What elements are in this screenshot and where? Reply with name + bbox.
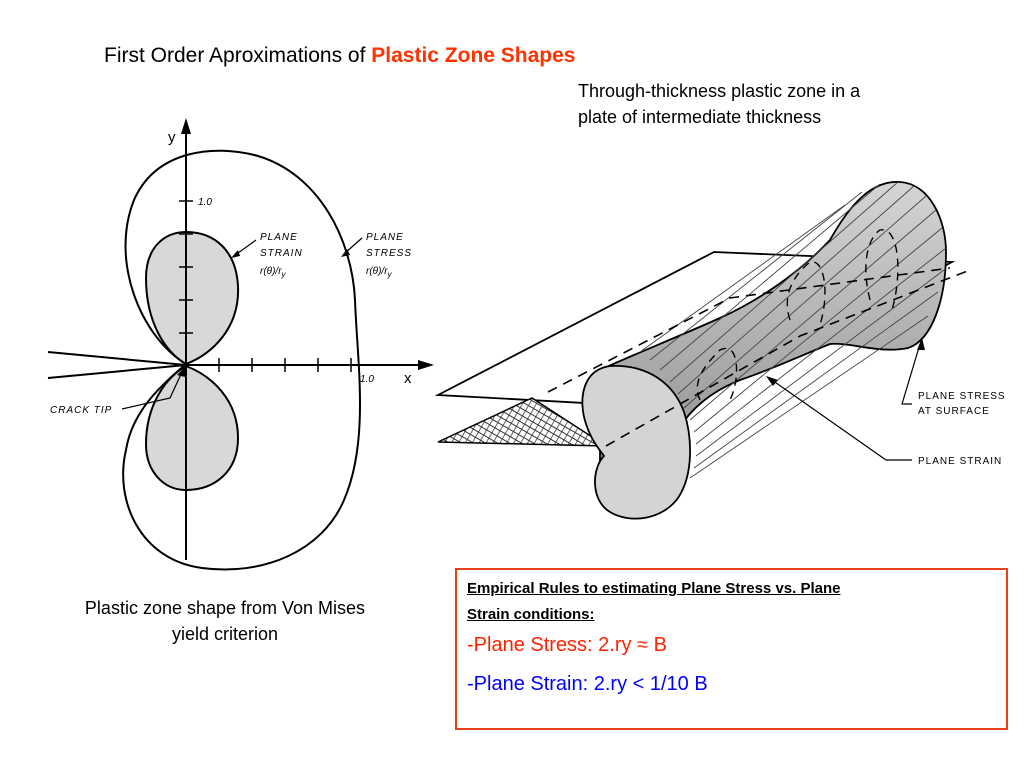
plane-strain-label-2: STRAIN xyxy=(260,248,303,259)
through-thickness-zone-diagram: PLANE STRESS AT SURFACE PLANE STRAIN xyxy=(434,181,1006,520)
x-axis-arrow xyxy=(418,360,434,370)
plane-stress-leader-arrow xyxy=(341,249,350,257)
crack-face-upper xyxy=(47,351,187,366)
crack-tip-label: CRACK TIP xyxy=(50,405,112,416)
plane-strain-label-1: PLANE xyxy=(260,232,298,243)
page-title: First Order Aproximations of Plastic Zon… xyxy=(104,44,576,68)
title-prefix: First Order Aproximations of xyxy=(104,44,372,67)
caption-line-2: yield criterion xyxy=(171,624,279,644)
plane-stress-leader-right xyxy=(901,343,921,405)
rules-heading-line-1: Empirical Rules to estimating Plane Stre… xyxy=(467,580,841,597)
plastic-zone-body xyxy=(599,181,947,492)
subtitle-line-2: plate of intermediate thickness xyxy=(578,107,822,127)
y-axis-label: y xyxy=(168,129,176,146)
crack-face-lower xyxy=(47,364,187,379)
y-axis-arrow xyxy=(181,118,191,134)
caption-line-1: Plastic zone shape from Von Mises xyxy=(84,598,366,618)
plane-stress-surface-label-2: AT SURFACE xyxy=(918,406,990,417)
plane-strain-leader-arrow-right xyxy=(766,376,778,386)
empirical-rules-box: Empirical Rules to estimating Plane Stre… xyxy=(455,568,1008,730)
plane-strain-leader-arrow xyxy=(231,250,240,258)
rule-plane-stress: -Plane Stress: 2.ry ≈ B xyxy=(467,634,667,656)
plane-strain-leader-right xyxy=(771,379,912,461)
left-diagram-caption: Plastic zone shape from Von Mises yield … xyxy=(40,595,410,647)
mid-plane-dashed-line xyxy=(547,267,951,393)
title-highlight: Plastic Zone Shapes xyxy=(371,44,576,67)
internal-strain-contour-3 xyxy=(865,229,899,311)
plane-stress-formula: r(θ)/ry xyxy=(366,266,393,279)
rule-plane-strain: -Plane Strain: 2.ry < 1/10 B xyxy=(467,673,708,695)
crack-front-dashed-line xyxy=(605,269,971,447)
x-tick-label: 1.0 xyxy=(360,374,374,385)
plane-strain-formula: r(θ)/ry xyxy=(260,266,287,279)
subtitle-line-1: Through-thickness plastic zone in a xyxy=(578,81,861,101)
y-tick-label: 1.0 xyxy=(198,197,212,208)
plane-stress-outline xyxy=(122,149,362,571)
internal-strain-contour-1 xyxy=(696,347,738,401)
x-axis-ticks xyxy=(218,358,352,372)
internal-strain-contour-2 xyxy=(786,261,826,331)
von-mises-zone-diagram: y x 1.0 1.0 PLANE STRAIN r(θ)/ry PLANE S… xyxy=(47,118,434,571)
plane-stress-leader-arrow-right xyxy=(917,338,925,350)
x-axis-label: x xyxy=(404,370,412,387)
right-diagram-caption: Through-thickness plastic zone in a plat… xyxy=(578,78,978,130)
front-surface-face xyxy=(581,365,691,520)
plane-stress-label-2: STRESS xyxy=(366,248,412,259)
plane-stress-surface-label-1: PLANE STRESS xyxy=(918,391,1006,402)
crack-tip-leader-arrow xyxy=(177,367,185,377)
rules-heading-line-2: Strain conditions: xyxy=(467,606,595,623)
y-axis-ticks xyxy=(179,200,193,334)
plane-stress-label-1: PLANE xyxy=(366,232,404,243)
crack-tip-leader xyxy=(121,371,183,410)
crack-face-hatched xyxy=(437,397,609,447)
plane-strain-label-right: PLANE STRAIN xyxy=(918,456,1002,467)
